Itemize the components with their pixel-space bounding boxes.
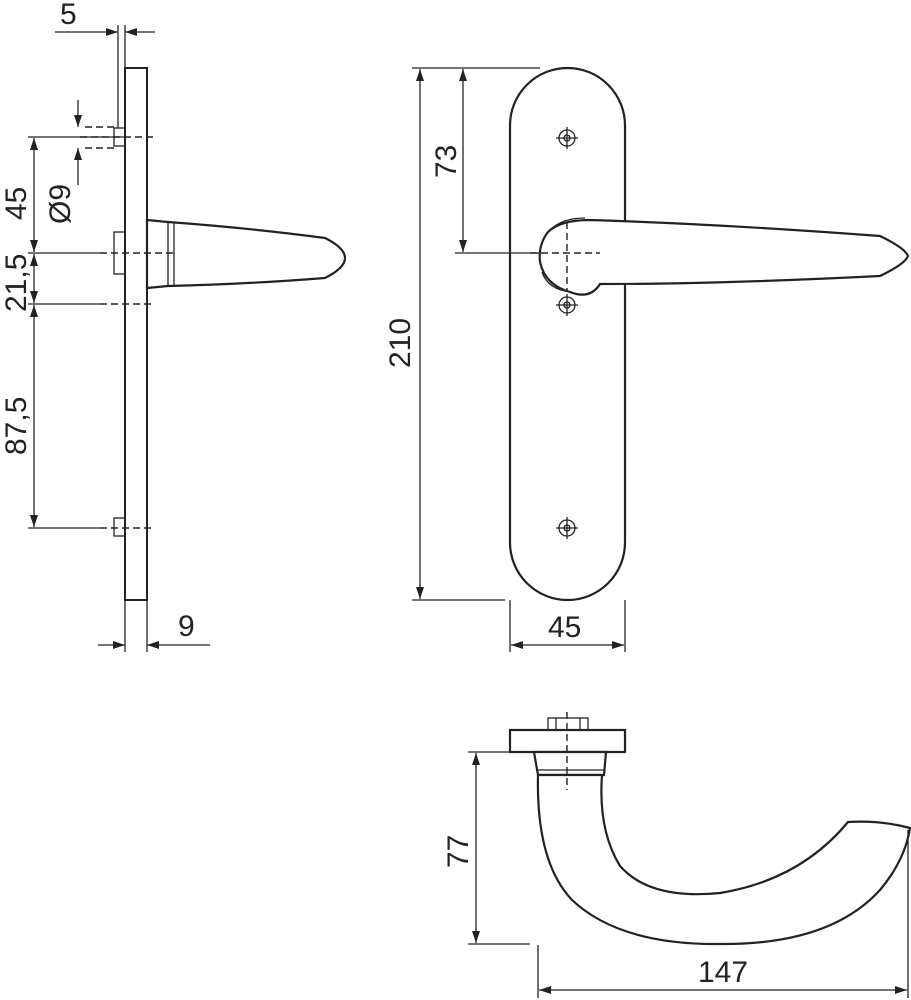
top-curved-lever [536, 773, 911, 946]
side-bottom-pin [113, 517, 126, 537]
dim-spindle-to-middle-hole: 21,5 [0, 254, 33, 312]
side-view: 5 Ø9 45 21,5 87,5 9 [0, 0, 347, 652]
dim-plate-width: 45 [548, 611, 581, 644]
front-lever [538, 218, 910, 296]
dim-plate-thickness: 5 [60, 0, 77, 31]
dim-plate-depth: 9 [178, 610, 195, 643]
front-screw-middle [556, 294, 578, 316]
top-collar [532, 750, 608, 777]
dim-projection: 77 [442, 835, 475, 868]
front-backplate [508, 66, 627, 602]
side-lever-profile [145, 218, 347, 290]
dim-top-hole-to-spindle: 45 [0, 187, 33, 220]
dim-middle-to-bottom-hole: 87,5 [0, 397, 33, 455]
top-view: 77 147 [442, 712, 911, 998]
dim-pin-diameter: Ø9 [44, 184, 77, 224]
side-backplate [124, 67, 148, 601]
top-spindle-boss [547, 717, 589, 731]
dim-top-to-spindle: 73 [430, 145, 463, 178]
front-screw-bottom [556, 517, 578, 539]
front-screw-top [556, 127, 578, 149]
dim-handle-length: 147 [698, 956, 748, 989]
front-view: 210 73 45 [384, 66, 910, 652]
dim-total-height: 210 [384, 318, 417, 368]
